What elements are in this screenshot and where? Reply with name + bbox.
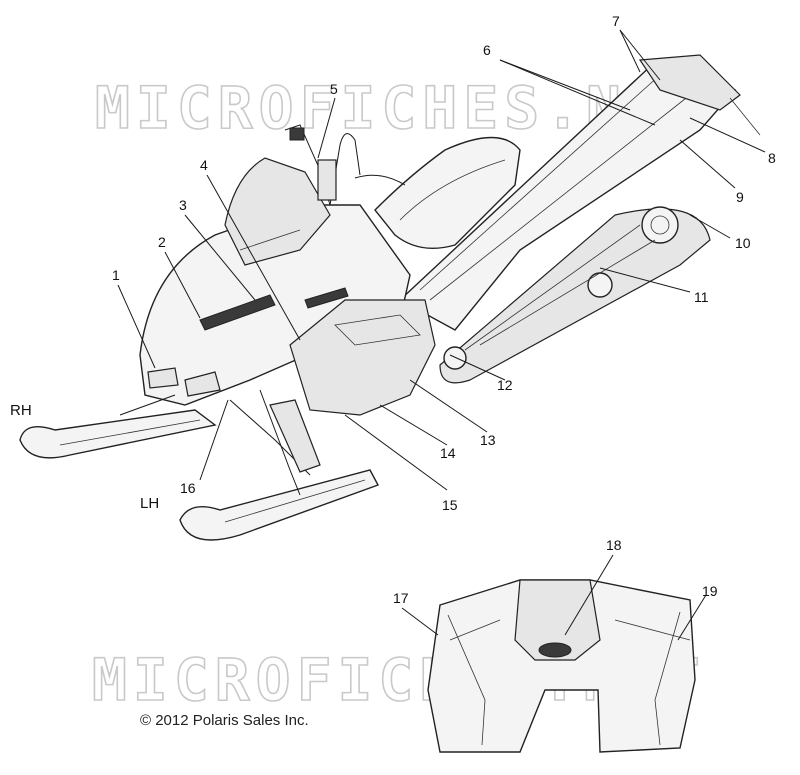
ski-right bbox=[19, 409, 217, 459]
callout-6: 6 bbox=[483, 42, 491, 58]
callouts: 1 2 3 4 5 6 7 8 9 10 11 12 13 14 15 16 1… bbox=[112, 13, 776, 606]
headlight-left bbox=[147, 367, 179, 389]
headlight-right bbox=[184, 371, 221, 397]
front-idler-wheel bbox=[443, 346, 467, 370]
callout-14: 14 bbox=[440, 445, 456, 461]
seat bbox=[374, 136, 521, 250]
throttle-box bbox=[289, 127, 305, 141]
side-panel bbox=[289, 299, 436, 416]
callout-18: 18 bbox=[606, 537, 622, 553]
steering-post bbox=[317, 159, 337, 201]
callout-10: 10 bbox=[735, 235, 751, 251]
track bbox=[439, 208, 711, 384]
leader-lines bbox=[117, 29, 766, 641]
callout-16: 16 bbox=[180, 480, 196, 496]
rear-idler-wheel bbox=[641, 206, 679, 244]
snowmobile-illustration bbox=[19, 54, 761, 541]
callout-15: 15 bbox=[442, 497, 458, 513]
hood-center-console bbox=[514, 579, 601, 661]
callout-17: 17 bbox=[393, 590, 409, 606]
side-label-lh: LH bbox=[140, 495, 159, 512]
shock-absorber bbox=[269, 399, 321, 473]
mid-idler-wheel bbox=[587, 272, 613, 298]
rear-flap bbox=[638, 54, 741, 111]
callout-8: 8 bbox=[768, 150, 776, 166]
callout-3: 3 bbox=[179, 197, 187, 213]
callout-5: 5 bbox=[330, 81, 338, 97]
callout-12: 12 bbox=[497, 377, 513, 393]
ski-left bbox=[179, 469, 379, 541]
callout-2: 2 bbox=[158, 234, 166, 250]
callout-9: 9 bbox=[736, 189, 744, 205]
callout-4: 4 bbox=[200, 157, 208, 173]
side-label-rh: RH bbox=[10, 402, 32, 419]
callout-7: 7 bbox=[612, 13, 620, 29]
callout-19: 19 bbox=[702, 583, 718, 599]
hood-vent bbox=[199, 294, 276, 331]
callout-13: 13 bbox=[480, 432, 496, 448]
callout-11: 11 bbox=[694, 289, 709, 305]
hood-top-view bbox=[427, 579, 696, 753]
copyright: © 2012 Polaris Sales Inc. bbox=[140, 712, 309, 729]
callout-1: 1 bbox=[112, 267, 120, 283]
windshield bbox=[224, 157, 331, 266]
hood-gauge-opening bbox=[538, 642, 572, 658]
